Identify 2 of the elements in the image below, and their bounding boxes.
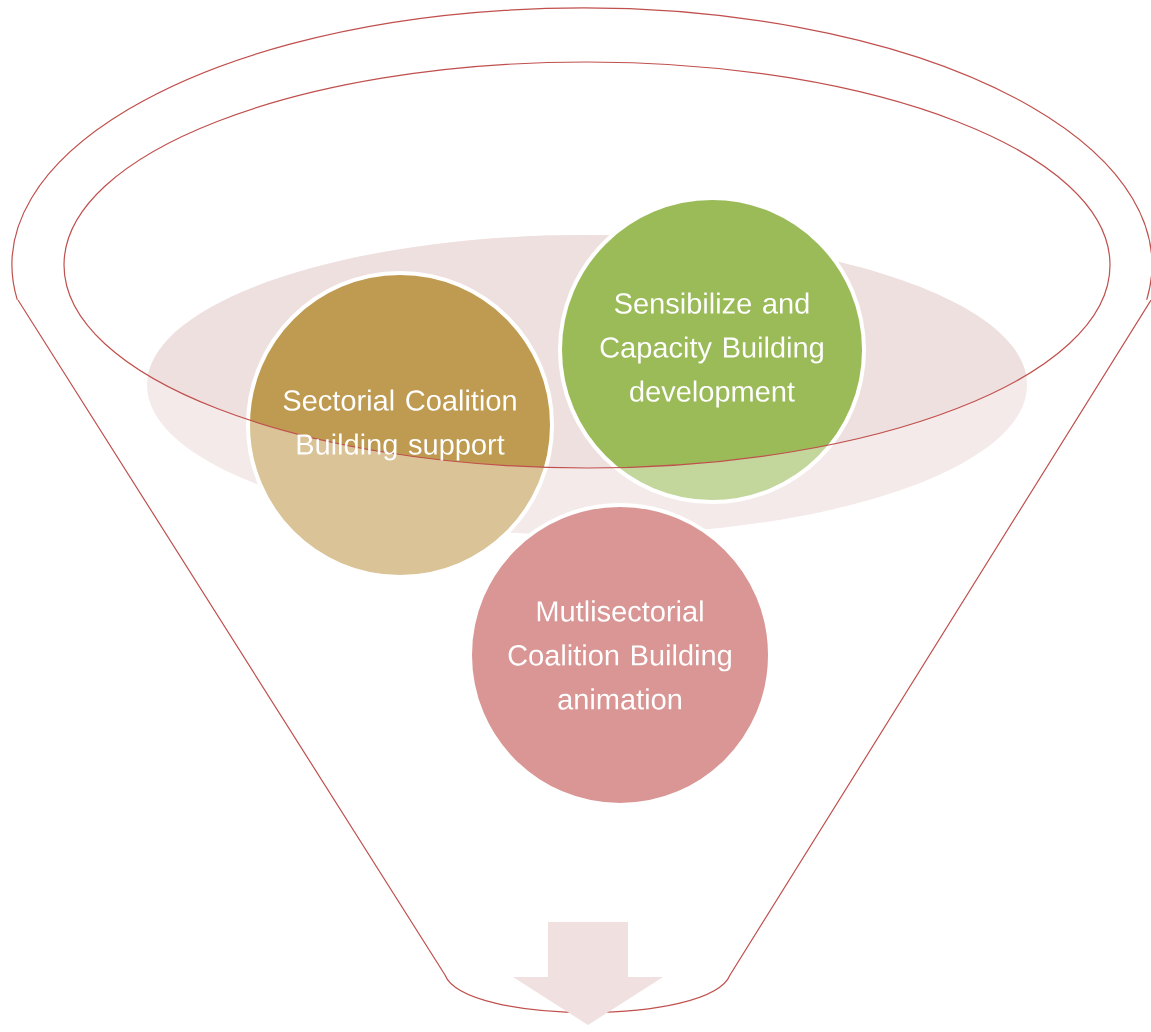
circle-label: Sensibilize and Capacity Building development <box>600 292 823 408</box>
circle-label: Mutlisectorial Coalition Building animation <box>508 600 731 710</box>
